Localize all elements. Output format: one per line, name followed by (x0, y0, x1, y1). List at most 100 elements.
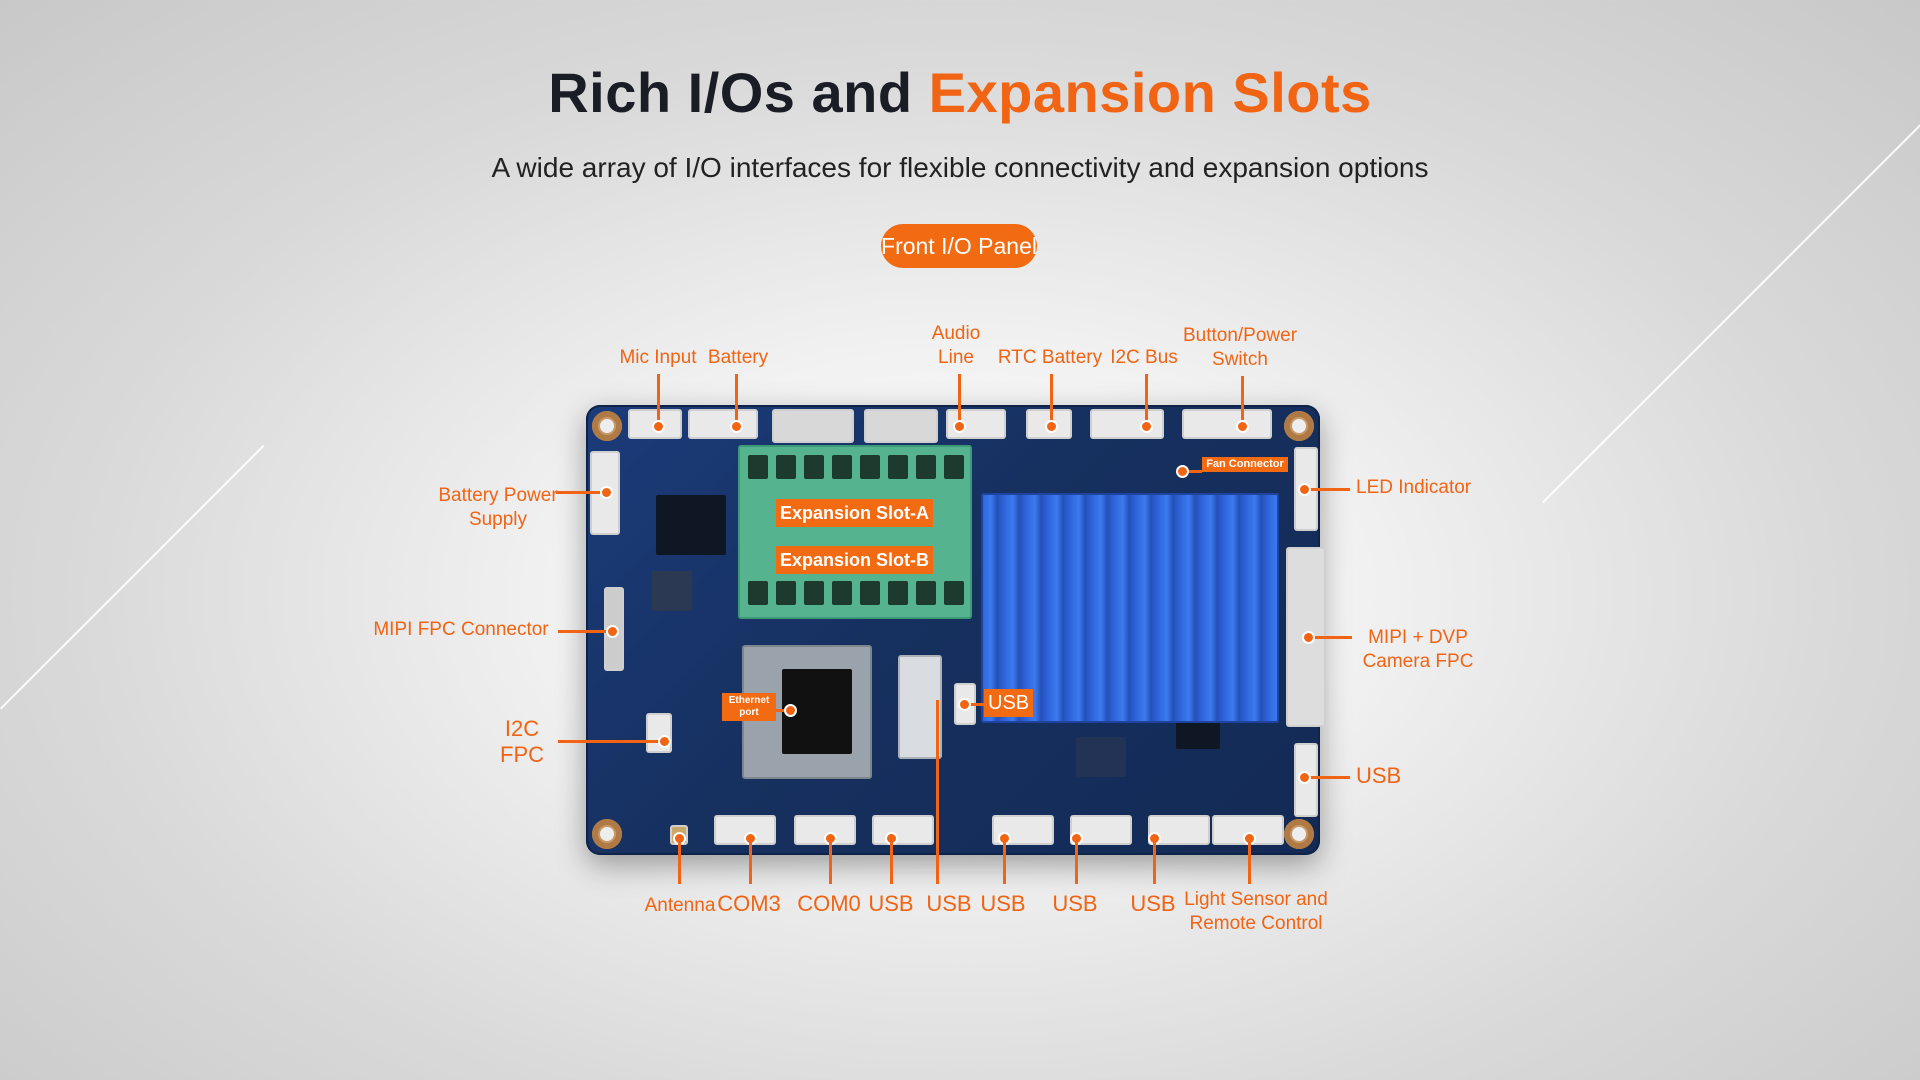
relay (864, 409, 938, 443)
label-usb-bottom-5: USB (1130, 891, 1176, 916)
mount-hole (592, 819, 622, 849)
pointer-usb-1 (890, 840, 893, 884)
label-i2c-fpc: I2C FPC (500, 716, 544, 767)
label-mic-input: Mic Input (619, 347, 697, 368)
i2c-fpc-connector (646, 713, 672, 753)
label-mipi-dvp-camera-fpc: MIPI + DVP Camera FPC (1362, 627, 1474, 672)
expansion-slot-b-tag: Expansion Slot-B (776, 546, 934, 574)
label-com3: COM3 (717, 891, 781, 916)
dot-rtc-battery (1045, 420, 1058, 433)
board-image: Expansion Slot-A Expansion Slot-B USB Fa… (586, 405, 1326, 855)
terminal-pin (916, 455, 936, 479)
dot-button-power (1236, 420, 1249, 433)
page-title: Rich I/Os and Expansion Slots (0, 60, 1920, 125)
pointer-usb-5 (1153, 840, 1156, 884)
mount-hole (592, 411, 622, 441)
label-button-power-switch: Button/Power Switch (1182, 325, 1298, 370)
pointer-i2c-bus (1145, 374, 1148, 422)
ethernet-port-tag: Ethernet port (722, 693, 776, 721)
chip (652, 571, 692, 611)
expansion-slot-a-tag: Expansion Slot-A (776, 499, 934, 527)
mount-hole (1284, 411, 1314, 441)
usb-board-pointer (966, 703, 984, 706)
mount-hole (1284, 819, 1314, 849)
pointer-mipi-fpc (558, 630, 610, 633)
usb-board-tag: USB (984, 689, 1034, 717)
terminal-pin (888, 455, 908, 479)
terminal-pin (748, 455, 768, 479)
dot-battery-power (600, 486, 613, 499)
title-accent: Expansion Slots (928, 61, 1372, 124)
label-led-indicator: LED Indicator (1356, 477, 1472, 498)
pointer-mic-input (657, 374, 660, 422)
label-usb-right: USB (1356, 763, 1402, 788)
expansion-terminal-block (738, 445, 972, 619)
terminal-pin (804, 581, 824, 605)
dot-led-indicator (1298, 483, 1311, 496)
terminal-pin (860, 455, 880, 479)
pointer-usb-4 (1075, 840, 1078, 884)
label-battery: Battery (707, 347, 769, 368)
dot-battery (730, 420, 743, 433)
usb-board-dot (958, 698, 971, 711)
label-usb-bottom-2: USB (926, 891, 972, 916)
dot-mic-input (652, 420, 665, 433)
pointer-mipi-dvp (1308, 636, 1352, 639)
terminal-pin (916, 581, 936, 605)
pointer-usb-2 (936, 700, 939, 884)
terminal-pin (832, 455, 852, 479)
pointer-light-sensor (1248, 840, 1251, 884)
dot-audio-line (953, 420, 966, 433)
label-i2c-bus: I2C Bus (1110, 347, 1178, 368)
pointer-rtc-battery (1050, 374, 1053, 422)
pointer-usb-3 (1003, 840, 1006, 884)
usb-connector (1070, 815, 1132, 845)
terminal-pin (776, 581, 796, 605)
pointer-button-power (1241, 376, 1244, 422)
power-switch-connector (1182, 409, 1272, 439)
label-rtc-battery: RTC Battery (997, 347, 1103, 368)
page-subtitle: A wide array of I/O interfaces for flexi… (491, 152, 1429, 183)
title-main: Rich I/Os and (548, 61, 913, 124)
terminal-pin (776, 455, 796, 479)
com0-connector (794, 815, 856, 845)
ethernet-pointer (776, 709, 788, 712)
label-audio-line: Audio Line (931, 323, 981, 368)
terminal-pin (944, 581, 964, 605)
front-io-panel-button[interactable]: Front I/O Panel (881, 224, 1037, 268)
fan-pointer (1184, 470, 1202, 473)
chip (1076, 737, 1126, 777)
heatsink (981, 493, 1279, 723)
pointer-battery-power (556, 491, 606, 494)
battery-connector (688, 409, 758, 439)
fan-connector-tag: Fan Connector (1202, 457, 1288, 472)
decorative-line-left (0, 444, 265, 710)
pointer-led-indicator (1304, 488, 1350, 491)
terminal-pin (888, 581, 908, 605)
dot-usb-right (1298, 771, 1311, 784)
pointer-i2c-fpc (558, 740, 662, 743)
dot-i2c-fpc (658, 735, 671, 748)
mic-connector (628, 409, 682, 439)
label-light-sensor-remote: Light Sensor and Remote Control (1184, 889, 1328, 934)
pointer-antenna (678, 840, 681, 884)
pointer-usb-right (1304, 776, 1350, 779)
label-antenna: Antenna (644, 895, 716, 916)
usb-a-port (898, 655, 942, 759)
dot-mipi-fpc (606, 625, 619, 638)
dot-mipi-dvp (1302, 631, 1315, 644)
chip (656, 495, 726, 555)
usb-connector (872, 815, 934, 845)
dot-i2c-bus (1140, 420, 1153, 433)
relay (772, 409, 854, 443)
terminal-pin (748, 581, 768, 605)
label-mipi-fpc-connector: MIPI FPC Connector (373, 619, 549, 640)
pointer-battery (735, 374, 738, 422)
fan-dot (1176, 465, 1189, 478)
label-usb-bottom-3: USB (980, 891, 1026, 916)
terminal-pin (944, 455, 964, 479)
label-usb-bottom-1: USB (868, 891, 914, 916)
label-battery-power-supply: Battery Power Supply (438, 485, 558, 530)
label-com0: COM0 (797, 891, 861, 916)
terminal-pin (804, 455, 824, 479)
